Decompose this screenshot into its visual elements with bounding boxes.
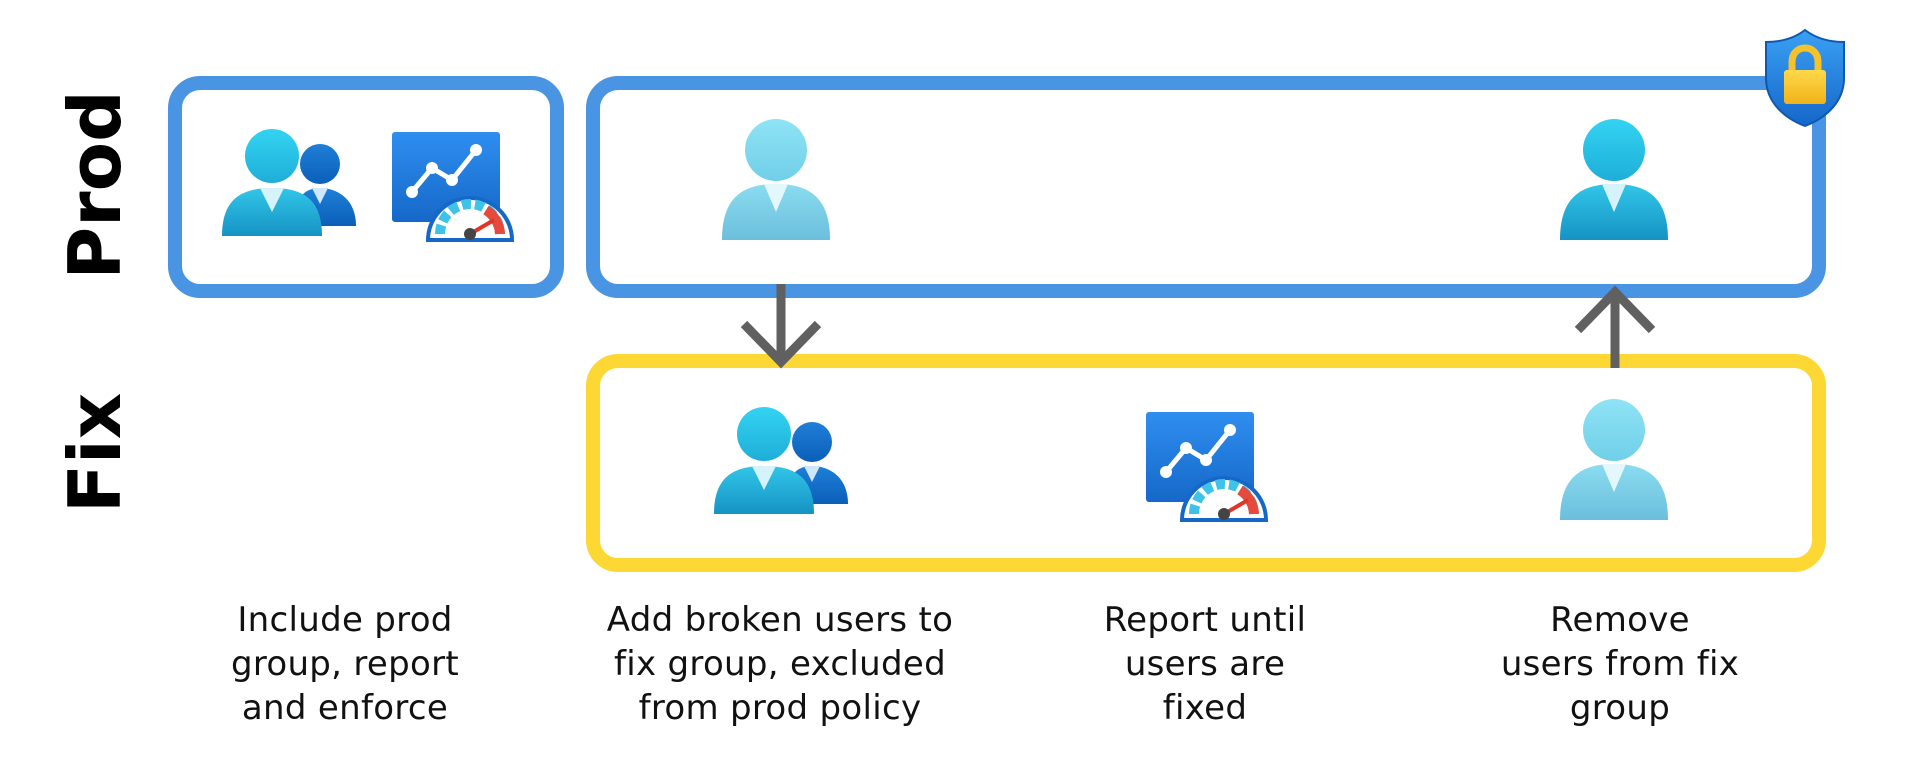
user-icon bbox=[1560, 119, 1668, 240]
caption-line: and enforce bbox=[241, 688, 449, 728]
fix-row-label: Fix bbox=[53, 392, 137, 514]
report-gauge-icon bbox=[392, 132, 514, 242]
faded-user-icon bbox=[1560, 399, 1668, 520]
caption-line: group bbox=[1569, 688, 1671, 728]
caption-line: Include prod bbox=[237, 600, 453, 640]
faded-user-icon bbox=[722, 119, 830, 240]
prod-policy-box bbox=[168, 76, 564, 298]
users-group-icon bbox=[222, 129, 356, 236]
arrow-up-icon bbox=[1574, 285, 1656, 368]
caption-line: Remove bbox=[1550, 600, 1690, 640]
caption-line: Add broken users to bbox=[606, 600, 954, 640]
caption-line: users from fix bbox=[1500, 644, 1740, 684]
caption-line: Report until bbox=[1103, 600, 1307, 640]
caption-line: fixed bbox=[1162, 688, 1248, 728]
caption-include-prod: Include prod group, report and enforce bbox=[200, 598, 490, 730]
caption-report-until-fixed: Report until users are fixed bbox=[1070, 598, 1340, 730]
caption-line: fix group, excluded bbox=[613, 644, 947, 684]
arrow-down-icon bbox=[740, 284, 822, 369]
users-group-icon bbox=[714, 407, 848, 514]
caption-line: from prod policy bbox=[638, 688, 922, 728]
caption-add-broken-users: Add broken users to fix group, excluded … bbox=[590, 598, 970, 730]
fix-group-box bbox=[586, 354, 1826, 572]
report-gauge-icon bbox=[1146, 412, 1268, 522]
caption-line: group, report bbox=[230, 644, 460, 684]
shield-lock-icon bbox=[1765, 28, 1845, 128]
prod-group-box bbox=[586, 76, 1826, 298]
prod-row-label: Prod bbox=[53, 90, 137, 280]
caption-line: users are bbox=[1124, 644, 1286, 684]
caption-remove-users: Remove users from fix group bbox=[1470, 598, 1770, 730]
